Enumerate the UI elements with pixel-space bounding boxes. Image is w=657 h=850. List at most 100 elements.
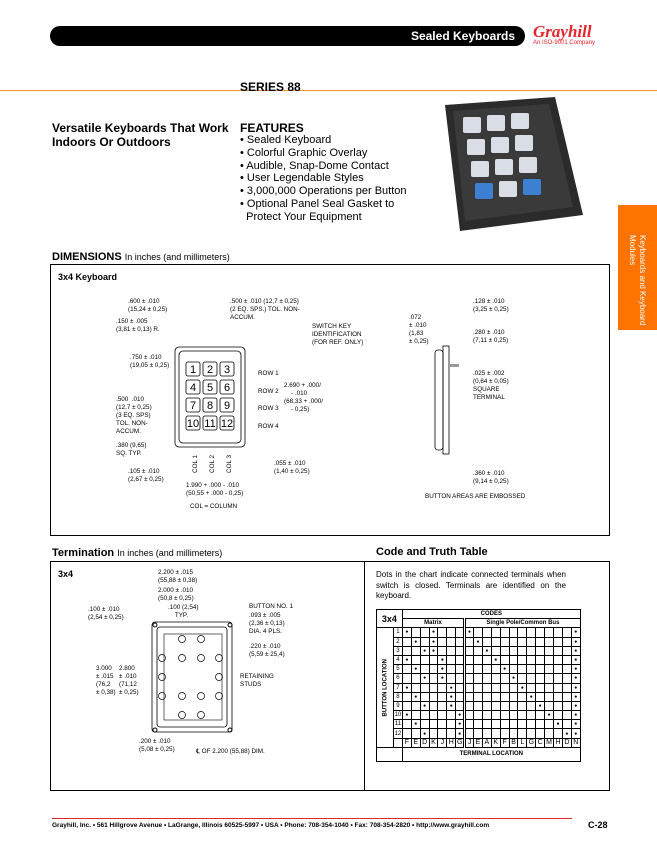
cell: [410, 627, 421, 638]
cell: [544, 627, 555, 638]
feature-item: • Colorful Graphic Overlay: [240, 146, 368, 159]
cell: [553, 654, 563, 666]
stud: [215, 673, 223, 681]
note: .100 (2,54) TYP.: [168, 604, 199, 619]
cell: [526, 719, 537, 730]
cell: [481, 682, 492, 693]
note: SWITCH KEY IDENTIFICATION (FOR REF. ONLY…: [312, 323, 364, 346]
cell: ●: [401, 710, 412, 721]
svg-text:7: 7: [190, 400, 196, 412]
cell: [463, 691, 475, 702]
feature-item: • Sealed Keyboard: [240, 134, 332, 146]
cell: [499, 682, 510, 693]
table-row: 11●●●●: [377, 719, 581, 730]
note: .600 ± .010 (15,24 ± 0,25): [128, 298, 168, 313]
feature-item: Protect Your Equipment: [240, 210, 362, 223]
note: .380 (9,65) SQ. TYP.: [116, 442, 147, 457]
svg-text:8: 8: [207, 400, 213, 412]
cell: ●: [419, 700, 430, 712]
note: 2.690 + .000/ - .010 (68,33 + .000/ - 0,…: [284, 382, 324, 413]
cell: [481, 691, 492, 702]
cell: [517, 664, 528, 675]
table-row: 8●●●●: [377, 691, 581, 702]
cell: [463, 682, 475, 693]
cell: [544, 682, 555, 693]
terminal-label: A: [481, 737, 492, 748]
cell: [553, 627, 563, 638]
cell: ●: [428, 645, 439, 656]
cell: [535, 645, 546, 656]
cell: [446, 673, 457, 684]
cell: [437, 710, 448, 721]
cell: [517, 654, 528, 666]
cell: [517, 636, 528, 647]
svg-text:3: 3: [224, 364, 230, 376]
cell: [535, 710, 546, 721]
cell: ●: [570, 654, 581, 666]
terminal-label: B: [508, 737, 519, 748]
cell: [401, 645, 412, 656]
cell: [490, 691, 501, 702]
note: .128 ± .010 (3,25 ± 0,25): [473, 298, 509, 313]
table-row: 5●●●●: [377, 664, 581, 675]
note: .280 ± .010 (7,11 ± 0,25): [473, 329, 509, 344]
cell: [490, 700, 501, 712]
cell: [535, 682, 546, 693]
button-number: 1: [393, 627, 403, 638]
cell: [544, 673, 555, 684]
cell: [455, 673, 466, 684]
cell: ●: [570, 682, 581, 693]
stud: [158, 654, 166, 662]
cell: [401, 719, 412, 730]
note: 2.800 ± .010 (71,12 ± 0,25): [119, 665, 139, 696]
section-tab: Keyboards and Keyboard Modules: [618, 205, 657, 330]
cell: ●: [437, 654, 448, 666]
cell: [473, 645, 483, 656]
note: .200 ± .010 (5,08 ± 0,25): [139, 738, 175, 753]
cell: ●: [570, 636, 581, 647]
cell: [499, 636, 510, 647]
cell: ●: [570, 664, 581, 675]
photo-key: [491, 137, 509, 153]
features-title: FEATURES: [240, 121, 304, 135]
terminal-label: D: [561, 737, 572, 748]
cell: [473, 728, 483, 739]
svg-text:11: 11: [204, 418, 215, 430]
cell: [517, 691, 528, 702]
button-number: 2: [393, 636, 403, 647]
table-row: 4●●●●: [377, 654, 581, 666]
cell: [553, 682, 563, 693]
cell: [473, 710, 483, 721]
cell: ●: [535, 700, 546, 712]
cell: [419, 627, 430, 638]
button-number: 7: [393, 682, 403, 693]
cell: [446, 710, 457, 721]
stud: [178, 635, 186, 643]
cell: [401, 673, 412, 684]
cell: [473, 719, 483, 730]
cell: ●: [401, 654, 412, 666]
cell: [401, 636, 412, 647]
note: .072 ± .010 (1,83 ± 0,25): [409, 314, 429, 345]
key-12: 12: [219, 415, 235, 431]
cell: [437, 691, 448, 702]
cell: [455, 691, 466, 702]
table-row: 3●●●●: [377, 645, 581, 656]
stud: [158, 673, 166, 681]
cell: [419, 691, 430, 702]
cell: [561, 645, 572, 656]
note: .500 .010 (12,7 ± 0,25) (3 EQ. SPS) TOL.…: [116, 396, 152, 435]
cell: [463, 700, 475, 712]
terminal-label: C: [535, 737, 546, 748]
photo-key: [471, 161, 489, 177]
cell: [419, 682, 430, 693]
cell: [419, 710, 430, 721]
key-10: 10: [185, 415, 201, 431]
cell: [544, 700, 555, 712]
note: 2.000 ± .010 (50,8 ± 0,25): [158, 587, 194, 602]
cell: [561, 682, 572, 693]
cell: ●: [570, 728, 581, 739]
terminal-label: N: [570, 737, 581, 748]
cell: ●: [419, 673, 430, 684]
